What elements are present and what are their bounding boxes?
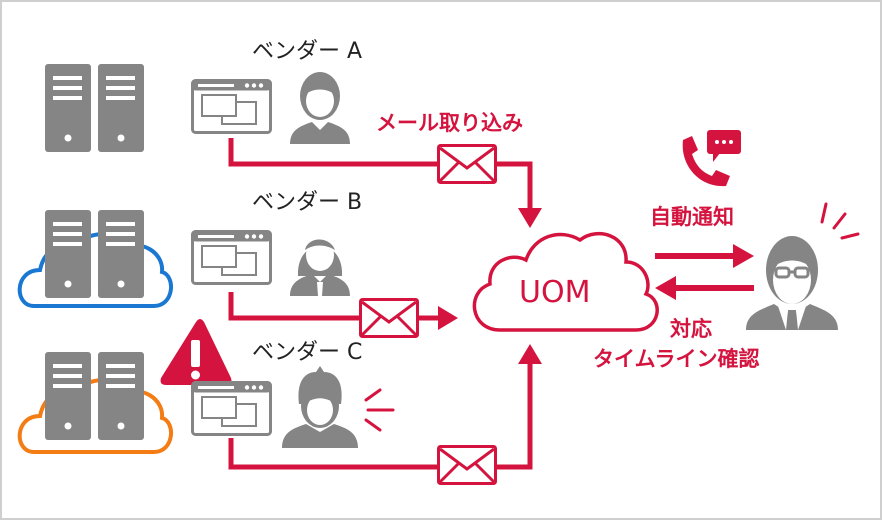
spiky-hair-person-icon-c [282,366,358,448]
flow-line-c [228,362,533,470]
woman-person-icon-b [290,239,350,296]
timeline-check-label: タイムライン確認 [593,347,760,371]
server-icon-a [45,64,144,152]
vendor-a-label: ベンダー A [252,39,363,64]
auto-notify-label: 自動通知 [650,205,734,229]
response-label: 対応 [670,317,712,341]
flow-line-a [228,138,533,210]
uom-cloud-icon [472,231,659,332]
uom-label: UOM [519,275,591,310]
glasses-person-icon [746,236,838,330]
mail-import-label: メール取り込み [376,111,523,135]
envelope-icon-b [359,298,419,338]
vendor-b-label: ベンダー B [252,190,363,215]
blue-cloud-icon [17,232,174,308]
browser-window-icon-b [191,230,272,285]
response-arrow [655,276,754,300]
alarm-lines-operator [820,202,860,240]
envelope-icon-c [437,445,497,485]
orange-cloud-icon [17,378,174,454]
alarm-lines-c [364,388,395,432]
browser-window-icon-a [191,79,272,134]
browser-window-icon-c [191,381,272,436]
envelope-icon-a [437,144,497,184]
warning-icon [160,319,232,385]
arrow-down-to-uom [518,208,542,228]
arrow-up-to-uom [518,344,542,364]
person-icon-a [290,72,350,144]
phone-chat-icon [682,130,741,187]
arrow-right-to-uom [438,306,458,330]
vendor-c-label: ベンダー C [252,340,363,365]
notify-arrow [655,244,754,268]
